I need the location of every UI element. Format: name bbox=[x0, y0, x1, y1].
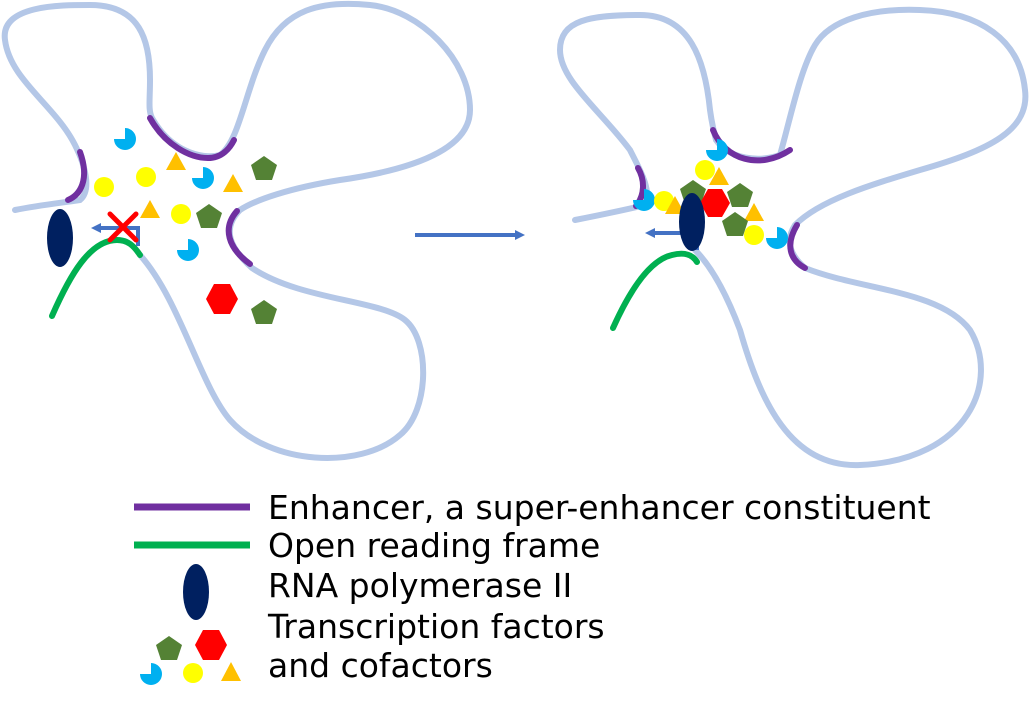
orange-triangle-factor bbox=[140, 200, 160, 218]
green-pentagon-factor bbox=[251, 300, 277, 324]
yellow-circle-factor bbox=[654, 191, 674, 211]
open-reading-frame bbox=[49, 236, 143, 319]
legend-factors-label-line1: Transcription factors bbox=[267, 607, 605, 646]
cyan-pacman-factor bbox=[633, 189, 655, 211]
cyan-pacman-factor bbox=[177, 239, 199, 261]
legend-orf-label: Open reading frame bbox=[268, 526, 600, 565]
green-pentagon-icon bbox=[156, 636, 182, 660]
enhancer-segment bbox=[147, 115, 237, 162]
yellow-circle-factor bbox=[171, 204, 191, 224]
orange-triangle-icon bbox=[221, 662, 241, 681]
cyan-pacman-factor bbox=[192, 167, 214, 189]
right-panel-active bbox=[556, 6, 1029, 469]
legend-factors-icons bbox=[140, 630, 241, 685]
left-panel-inactive bbox=[1, 0, 474, 461]
orange-triangle-factor bbox=[744, 203, 764, 221]
legend-factors-label-line2: and cofactors bbox=[268, 646, 493, 685]
rna-polymerase-ii bbox=[679, 193, 705, 251]
red-hexagon-factor bbox=[700, 189, 730, 217]
cyan-pacman-factor bbox=[706, 139, 728, 161]
green-pentagon-factor bbox=[722, 212, 748, 236]
yellow-circle-factor bbox=[94, 177, 114, 197]
rna-polymerase-ii bbox=[47, 209, 73, 267]
open-reading-frame bbox=[610, 250, 700, 331]
cyan-pacman-factor bbox=[766, 227, 788, 249]
enhancer-segment bbox=[710, 127, 793, 164]
blocked-x-icon bbox=[107, 211, 139, 243]
legend-polymerase-icon bbox=[183, 564, 209, 620]
orange-triangle-factor bbox=[166, 152, 186, 170]
red-hexagon-icon bbox=[195, 630, 227, 660]
cyan-pacman-icon bbox=[140, 663, 162, 685]
yellow-circle-factor bbox=[695, 160, 715, 180]
enhancer-segment bbox=[225, 208, 253, 267]
factors-scattered bbox=[94, 128, 277, 324]
enhancer-segment bbox=[65, 149, 88, 203]
red-hexagon-factor bbox=[206, 284, 238, 314]
yellow-circle-factor bbox=[136, 167, 156, 187]
cyan-pacman-factor bbox=[114, 128, 136, 150]
dna-strand bbox=[1, 0, 474, 461]
green-pentagon-factor bbox=[727, 183, 753, 207]
enhancer-segment bbox=[787, 222, 808, 271]
legend: Enhancer, a super-enhancer constituent O… bbox=[134, 488, 931, 685]
orange-triangle-factor bbox=[709, 167, 729, 185]
yellow-circle-factor bbox=[744, 225, 764, 245]
green-pentagon-factor bbox=[196, 204, 222, 228]
orange-triangle-factor bbox=[665, 196, 685, 214]
legend-enhancer-label: Enhancer, a super-enhancer constituent bbox=[268, 488, 931, 527]
orange-triangle-factor bbox=[223, 174, 243, 192]
legend-polymerase-label: RNA polymerase II bbox=[268, 566, 572, 605]
dna-strand bbox=[556, 6, 1029, 469]
green-pentagon-factor bbox=[251, 156, 277, 180]
yellow-circle-icon bbox=[183, 663, 203, 683]
